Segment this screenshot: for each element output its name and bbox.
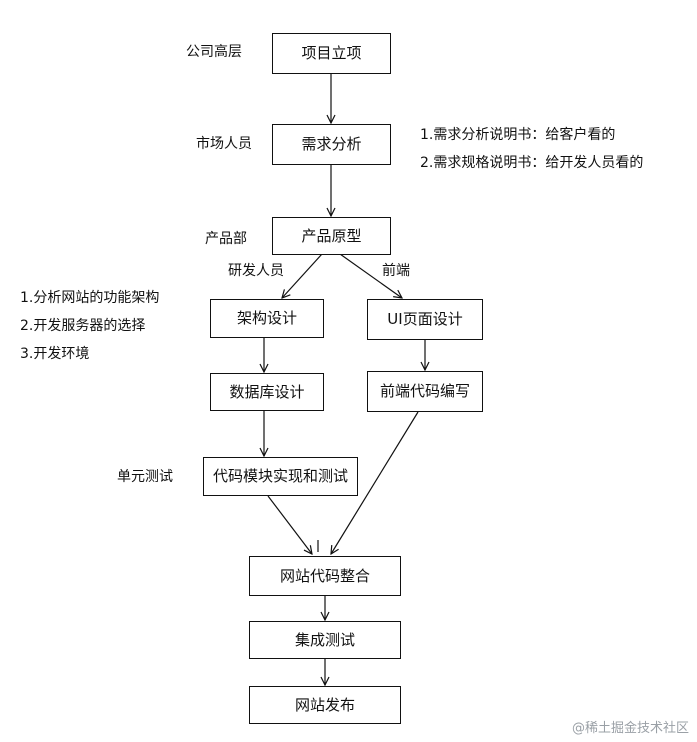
role-unit-test: 单元测试 [117, 469, 173, 485]
role-executives: 公司高层 [186, 44, 242, 60]
architecture-note-2: 2.开发服务器的选择 [20, 318, 146, 334]
node-site-release: 网站发布 [249, 686, 401, 724]
requirements-note-1: 1.需求分析说明书：给客户看的 [420, 127, 616, 143]
role-frontend: 前端 [382, 263, 410, 279]
watermark: @稀土掘金技术社区 [571, 721, 689, 736]
role-product-dept: 产品部 [205, 231, 247, 247]
arrow-module-to-integration [267, 495, 312, 554]
node-module-impl-test: 代码模块实现和测试 [203, 457, 358, 496]
architecture-note-1: 1.分析网站的功能架构 [20, 290, 160, 306]
node-project-approval: 项目立项 [272, 33, 391, 74]
node-ui-page-design: UI页面设计 [367, 299, 483, 340]
role-developers: 研发人员 [228, 263, 284, 279]
arrow-prototype-to-architecture [282, 253, 323, 298]
node-product-prototype: 产品原型 [272, 217, 391, 255]
node-frontend-code: 前端代码编写 [367, 371, 483, 412]
requirements-note-2: 2.需求规格说明书：给开发人员看的 [420, 155, 644, 171]
architecture-note-3: 3.开发环境 [20, 346, 90, 362]
node-integration-test: 集成测试 [249, 621, 401, 659]
role-marketing: 市场人员 [196, 136, 252, 152]
node-requirement-analysis: 需求分析 [272, 124, 391, 165]
node-site-integration: 网站代码整合 [249, 556, 401, 596]
node-architecture-design: 架构设计 [210, 299, 324, 338]
node-database-design: 数据库设计 [210, 373, 324, 411]
